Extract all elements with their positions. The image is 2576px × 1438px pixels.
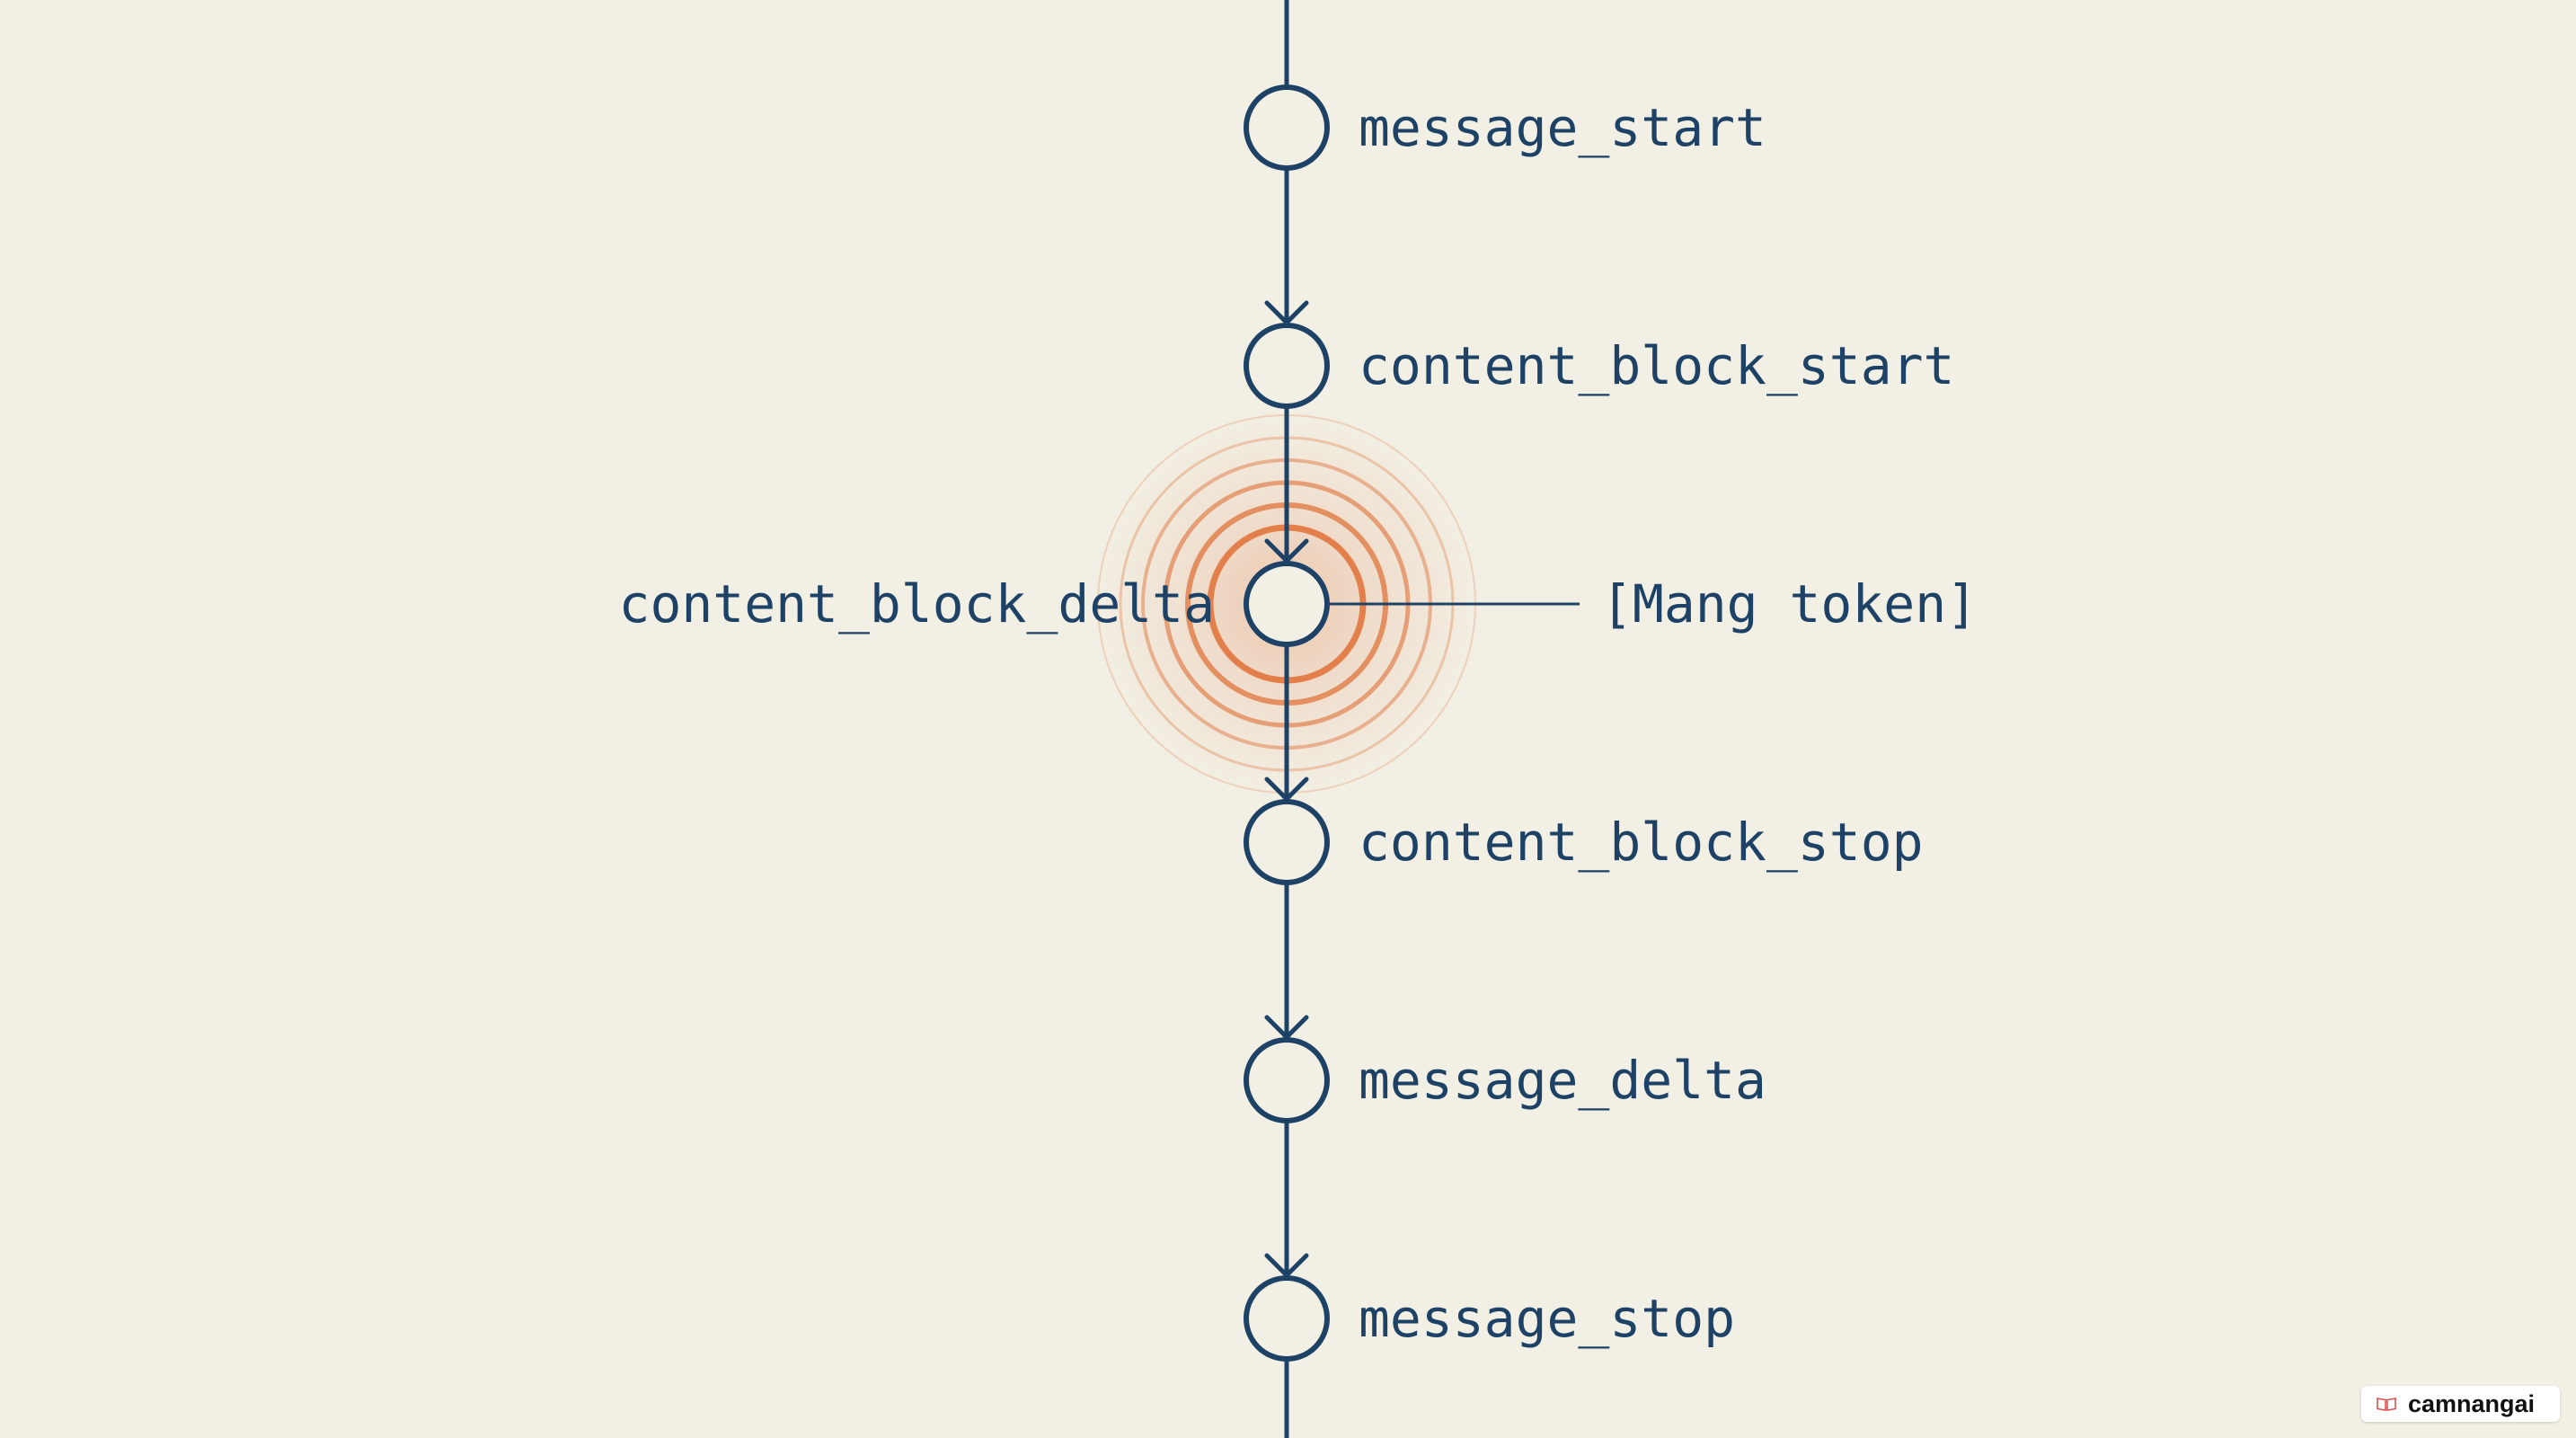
event-label-content-block-stop: content_block_stop bbox=[1359, 812, 1924, 873]
event-node-message-start bbox=[1244, 84, 1330, 171]
event-node-message-stop bbox=[1244, 1275, 1330, 1362]
event-label-message-stop: message_stop bbox=[1359, 1288, 1736, 1349]
event-node-content-block-start bbox=[1244, 323, 1330, 409]
watermark-text: camnangai bbox=[2407, 1389, 2535, 1417]
token-annotation: [Mang token] bbox=[1601, 573, 1978, 635]
event-label-message-delta: message_delta bbox=[1359, 1050, 1766, 1111]
event-label-content-block-delta: content_block_delta bbox=[618, 573, 1215, 635]
event-node-message-delta bbox=[1244, 1037, 1330, 1123]
event-node-content-block-delta bbox=[1244, 561, 1330, 647]
event-nodes bbox=[1244, 84, 1330, 1362]
event-label-message-start: message_start bbox=[1359, 97, 1766, 158]
event-label-content-block-start: content_block_start bbox=[1359, 335, 1955, 396]
event-node-content-block-stop bbox=[1244, 799, 1330, 885]
book-icon bbox=[2377, 1398, 2396, 1411]
watermark-badge: camnangai bbox=[2360, 1386, 2560, 1422]
